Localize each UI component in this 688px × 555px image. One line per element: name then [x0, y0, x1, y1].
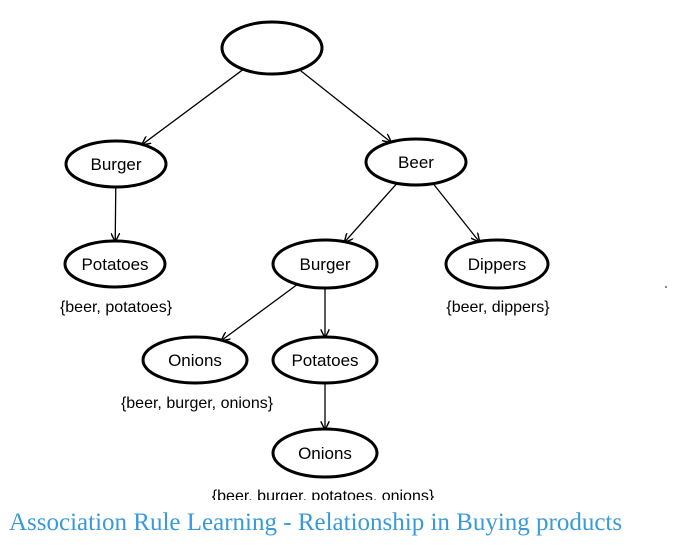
dippers-node: Dippers — [444, 238, 550, 290]
root-node — [220, 20, 324, 76]
edge-root-to-beer — [299, 69, 390, 142]
burger-mid-label: Burger — [299, 255, 350, 274]
edges — [115, 68, 479, 429]
fp-tree-diagram: Burger Beer Potatoes Burger Dippers Onio… — [60, 20, 667, 500]
potatoes-mid-node: Potatoes — [271, 335, 379, 385]
edge-beer-to-dippers — [432, 183, 479, 242]
burger-mid-node: Burger — [271, 238, 379, 290]
stray-dot — [665, 286, 667, 288]
onions-bottom-label: Onions — [298, 444, 352, 463]
edge-root-to-burger-left — [142, 68, 244, 144]
onions-left-label: Onions — [168, 351, 222, 370]
burger-left-node: Burger — [64, 139, 168, 189]
dippers-label: Dippers — [468, 255, 527, 274]
onions-left-node: Onions — [141, 335, 249, 385]
edge-burger-left-to-potatoes-left — [115, 186, 116, 241]
burger-left-label: Burger — [90, 155, 141, 174]
itemset-beer-burger-potatoes-onions: {beer, burger, potatoes, onions} — [212, 488, 435, 500]
beer-label: Beer — [398, 153, 434, 172]
beer-node: Beer — [364, 137, 468, 187]
potatoes-left-label: Potatoes — [81, 255, 148, 274]
edge-beer-to-burger-mid — [345, 182, 398, 242]
itemset-beer-potatoes: {beer, potatoes} — [60, 299, 173, 316]
itemset-beer-burger-onions: {beer, burger, onions} — [121, 395, 274, 412]
caption-title: Association Rule Learning - Relationship… — [9, 509, 623, 536]
potatoes-mid-label: Potatoes — [291, 351, 358, 370]
itemset-beer-dippers: {beer, dippers} — [446, 299, 550, 316]
onions-bottom-node: Onions — [271, 427, 379, 479]
edge-burger-mid-to-onions-left — [222, 283, 298, 340]
potatoes-left-node: Potatoes — [63, 239, 167, 289]
